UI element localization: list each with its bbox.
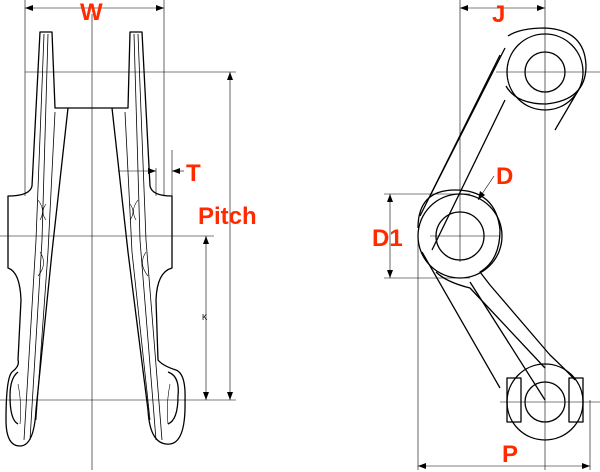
front-view-reference-lines — [0, 0, 236, 470]
front-view-curl-details — [17, 199, 171, 425]
front-view-right-plate-inner — [133, 33, 163, 441]
j-label: J — [492, 1, 505, 28]
pitch-dimension — [227, 72, 233, 400]
k-dimension — [203, 236, 209, 400]
front-view-left-plate-inner — [23, 33, 49, 441]
side-view-arm — [417, 189, 576, 381]
t-dimension — [118, 168, 184, 174]
w-dimension — [25, 5, 164, 11]
side-view-link-body — [429, 47, 583, 401]
front-view-outer-profile — [5, 31, 186, 447]
w-label: W — [80, 0, 103, 26]
p-label: P — [502, 441, 518, 468]
d-leader — [477, 175, 495, 201]
bottom-pin-right-flat — [568, 377, 584, 423]
k-label: K — [202, 313, 208, 322]
bottom-pin-left-flat — [506, 377, 522, 423]
front-view-bottom-hooks — [9, 371, 179, 425]
t-label: T — [186, 160, 201, 187]
j-dimension — [460, 5, 545, 11]
pitch-label: Pitch — [198, 203, 257, 230]
d1-dimension — [387, 194, 393, 278]
side-view-reference-lines — [384, 0, 600, 470]
front-view — [5, 31, 186, 447]
d-label: D — [496, 163, 513, 190]
front-view-inner-link — [35, 111, 151, 421]
p-dimension — [418, 463, 590, 469]
d1-label: D1 — [372, 225, 403, 252]
